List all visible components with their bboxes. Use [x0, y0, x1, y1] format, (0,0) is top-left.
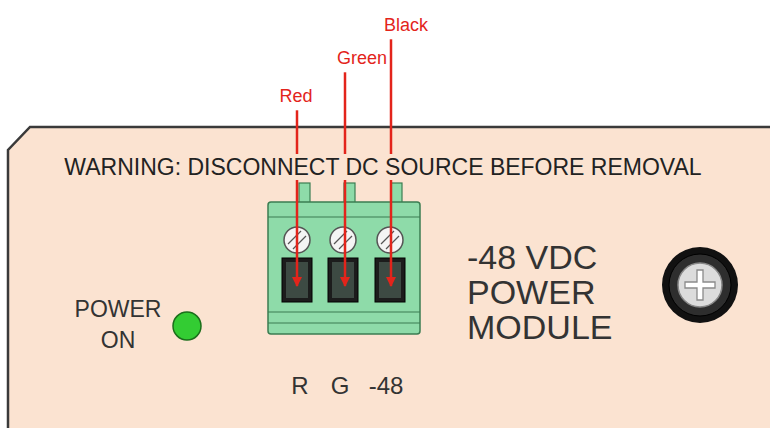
- terminal-pin-name: R: [291, 372, 308, 400]
- power-on-label: POWER ON: [68, 294, 168, 356]
- module-title: -48 VDC POWER MODULE: [467, 240, 637, 345]
- terminal-screw: [330, 227, 356, 253]
- block-edge: [268, 311, 420, 312]
- callout-label: Green: [337, 48, 387, 69]
- panel-face: [8, 127, 770, 428]
- warning-text: WARNING: DISCONNECT DC SOURCE BEFORE REM…: [62, 154, 703, 180]
- callout-label: Red: [279, 86, 312, 107]
- wire-opening: [328, 258, 358, 302]
- terminal-pin-name: G: [331, 372, 350, 400]
- terminal-pin-name: -48: [369, 372, 404, 400]
- panel-border: [8, 127, 770, 428]
- captive-screw-knob: [662, 247, 738, 323]
- leader-line: [296, 110, 299, 286]
- block-edge: [268, 322, 420, 323]
- power-led: [173, 312, 201, 340]
- callout-label: Black: [384, 15, 428, 36]
